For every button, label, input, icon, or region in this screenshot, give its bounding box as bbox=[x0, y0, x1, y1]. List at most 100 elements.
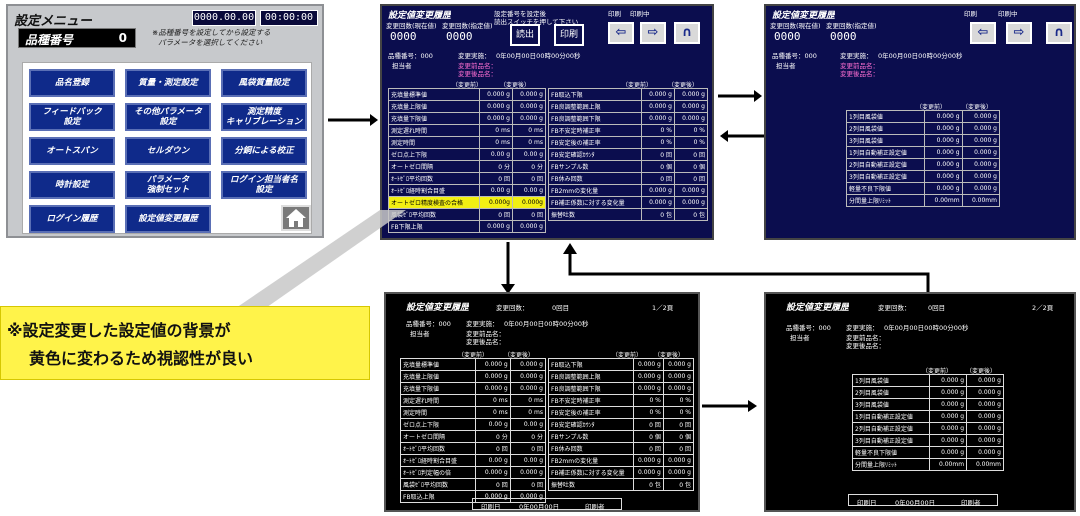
return-icon: ∩ bbox=[1053, 25, 1065, 40]
screen2-before-name: 変更前品名： bbox=[840, 62, 879, 70]
row-after-value: 0.000 g bbox=[961, 110, 1001, 123]
row-name: FB補正係数に対する変化量 bbox=[548, 196, 642, 209]
row-after-value: 0 包 bbox=[662, 478, 695, 491]
next-button-2[interactable]: ⇨ bbox=[1006, 22, 1032, 44]
row-name: FB取込上限 bbox=[400, 490, 476, 503]
row-name: 3列目自動補正設定値 bbox=[845, 170, 926, 183]
return-button[interactable]: ∩ bbox=[674, 22, 700, 44]
row-name: ゼロ点上下限 bbox=[387, 148, 481, 161]
screen1-col-before-r: （変更前） bbox=[622, 82, 653, 89]
menu-button-futai[interactable]: 風袋質量設定 bbox=[221, 69, 307, 97]
print-page-1: 設定値変更履歴 変更回数： 0回目 1／2頁 品種番号：000 変更実施： 0年… bbox=[384, 292, 700, 512]
menu-button-param-force[interactable]: パラメータ 強制セット bbox=[125, 171, 211, 199]
arrow-print2-to-screen1 bbox=[563, 243, 930, 298]
menu-button-shitsuryo[interactable]: 質量・測定設定 bbox=[125, 69, 211, 97]
menu-button-change-history[interactable]: 設定値変更履歴 bbox=[125, 205, 211, 233]
row-after-value: 0.000 g bbox=[961, 158, 1001, 171]
menu-button-weight-calib[interactable]: 分銅による校正 bbox=[221, 137, 307, 165]
menu-button-login-history[interactable]: ログイン履歴 bbox=[29, 205, 115, 233]
row-before-value: 0.000 g bbox=[479, 220, 513, 233]
row-after-value: 0 % bbox=[662, 394, 695, 407]
return-button-2[interactable]: ∩ bbox=[1046, 22, 1072, 44]
row-after-value: 0 % bbox=[673, 136, 709, 149]
row-name: 軽量不良下限値 bbox=[851, 446, 931, 459]
screen1-tanto: 担当者 bbox=[392, 62, 412, 70]
row-after-value: 0.000 g bbox=[512, 112, 546, 125]
menu-button-feedback[interactable]: フィードバック 設定 bbox=[29, 103, 115, 131]
menu-button-other-params[interactable]: その他パラメータ 設定 bbox=[125, 103, 211, 131]
screen1-hinban: 品種番号：000 bbox=[388, 52, 433, 60]
hinban-value[interactable]: 0 bbox=[118, 31, 127, 45]
row-name: FB2mmの変化量 bbox=[548, 454, 634, 467]
row-after-value: 0.000 g bbox=[509, 358, 547, 371]
history-screen-1: 設定値変更履歴 変更回数(現在値) 変更回数(指定値) 0000 0000 設定… bbox=[380, 4, 714, 240]
menu-button-celldown[interactable]: セルダウン bbox=[125, 137, 211, 165]
row-after-value: 0.000 g bbox=[512, 100, 546, 113]
row-before-value: 0.000 g bbox=[924, 110, 963, 123]
row-name: 3列目自動補正設定値 bbox=[851, 434, 931, 447]
screen1-title: 設定値変更履歴 bbox=[388, 11, 452, 21]
arrows-screen1-screen2 bbox=[718, 90, 764, 142]
row-before-value: 0.000 g bbox=[924, 182, 963, 195]
menu-button-clock[interactable]: 時計設定 bbox=[29, 171, 115, 199]
print2-count-label: 変更回数： bbox=[878, 304, 911, 312]
row-name: FB安定後の補正率 bbox=[548, 136, 642, 149]
row-name: FB良調整範囲下限 bbox=[548, 382, 634, 395]
arrow-right-icon: ⇨ bbox=[647, 25, 659, 40]
row-after-value: 0 回 bbox=[673, 148, 709, 161]
row-after-value: 0 回 bbox=[509, 478, 547, 491]
print1-before-name: 変更前品名： bbox=[466, 330, 505, 338]
print1-col-before-l: （変更前） bbox=[458, 352, 489, 359]
hinban-label: 品種番号 bbox=[25, 33, 74, 47]
callout-line2: 黄色に変わるため視認性が良い bbox=[29, 349, 254, 368]
time-display: 00:00:00 bbox=[260, 10, 318, 26]
row-after-value: 0.00 g bbox=[509, 454, 547, 467]
row-before-value: 0.000g bbox=[479, 196, 513, 209]
row-before-value: 0.000 g bbox=[632, 358, 664, 371]
next-button[interactable]: ⇨ bbox=[640, 22, 666, 44]
row-name: 2列目自動補正設定値 bbox=[851, 422, 931, 435]
print2-col-before: （変更前） bbox=[922, 368, 953, 375]
row-before-value: 0.000 g bbox=[479, 100, 513, 113]
row-before-value: 0.000 g bbox=[479, 112, 513, 125]
row-before-value: 0 個 bbox=[640, 160, 675, 173]
arrow-left-icon: ⇦ bbox=[977, 25, 989, 40]
screen1-val2[interactable]: 0000 bbox=[446, 30, 473, 43]
prev-button-2[interactable]: ⇦ bbox=[970, 22, 996, 44]
settings-menu-panel: 設定メニュー 0000.00.00 00:00:00 品種番号 0 ※品種番号を… bbox=[6, 4, 324, 238]
row-name: FB下限上限 bbox=[387, 220, 481, 233]
row-before-value: 0.00 g bbox=[474, 454, 511, 467]
row-name: FB不安定時補正率 bbox=[548, 124, 642, 137]
screen1-col-after-r: （変更後） bbox=[668, 82, 699, 89]
row-before-value: 0.000 g bbox=[474, 358, 511, 371]
row-name: FB補正係数に対する変化量 bbox=[548, 466, 634, 479]
row-name: ｵｰﾄｾﾞﾛ平均回数 bbox=[400, 442, 476, 455]
row-before-value: 0.000 g bbox=[924, 134, 963, 147]
home-button[interactable] bbox=[281, 205, 311, 231]
menu-button-login-name[interactable]: ログイン担当者名 設定 bbox=[221, 171, 307, 199]
row-after-value: 0.000 g bbox=[662, 382, 695, 395]
menu-button-hinmei[interactable]: 品名登録 bbox=[29, 69, 115, 97]
screen2-val2[interactable]: 0000 bbox=[830, 30, 857, 43]
menu-button-calibration[interactable]: 測定精度 キャリブレーション bbox=[221, 103, 307, 131]
row-after-value: 0.000 g bbox=[662, 454, 695, 467]
read-button[interactable]: 読出 bbox=[510, 24, 540, 46]
row-before-value: 0.000 g bbox=[924, 158, 963, 171]
row-before-value: 0.000 g bbox=[929, 410, 968, 423]
print-button[interactable]: 印刷 bbox=[554, 24, 584, 46]
menu-button-autospan[interactable]: オートスパン bbox=[29, 137, 115, 165]
prev-button[interactable]: ⇦ bbox=[608, 22, 634, 44]
print2-footer-label: 印刷日 bbox=[857, 499, 877, 507]
row-before-value: 0.000 g bbox=[929, 434, 968, 447]
